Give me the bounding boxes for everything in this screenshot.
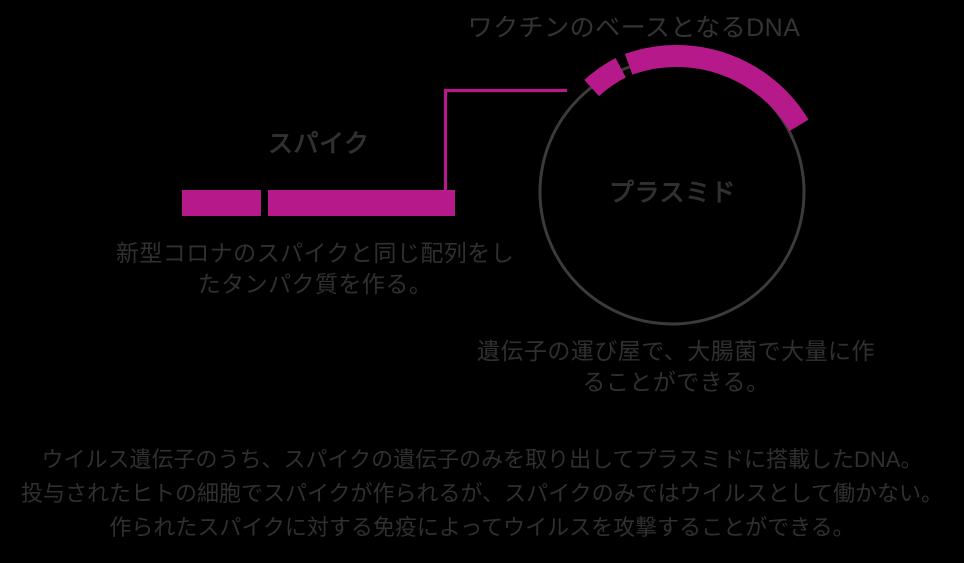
- footer-line-3: 作られたスパイクに対する免疫によってウイルスを攻撃することができる。: [109, 515, 855, 541]
- gene-bar-right-segment: [268, 190, 455, 216]
- footer-line-1: ウイルス遺伝子のうち、スパイクの遺伝子のみを取り出してプラスミドに搭載したDNA…: [41, 447, 923, 472]
- footer-explanation: ウイルス遺伝子のうち、スパイクの遺伝子のみを取り出してプラスミドに搭載したDNA…: [0, 443, 964, 545]
- label-vaccine-base-dna: ワクチンのベースとなるDNA: [467, 14, 801, 42]
- gene-arc-segment-large: [624, 45, 809, 132]
- gene-connector-line: [443, 88, 567, 200]
- label-plasmid: プラスミド: [608, 179, 736, 207]
- footer-line-2: 投与されたヒトの細胞でスパイクが作られるが、スパイクのみではウイルスとして働かな…: [20, 481, 944, 507]
- caption-plasmid-description: 遺伝子の運び屋で、大腸菌で大量に作ることができる。: [477, 338, 875, 396]
- caption-spike-description: 新型コロナのスパイクと同じ配列をしたタンパク質を作る。: [115, 240, 515, 298]
- label-spike: スパイク: [268, 130, 370, 158]
- gene-arc-segment-small: [584, 57, 627, 97]
- gene-bar-left-segment: [182, 190, 261, 216]
